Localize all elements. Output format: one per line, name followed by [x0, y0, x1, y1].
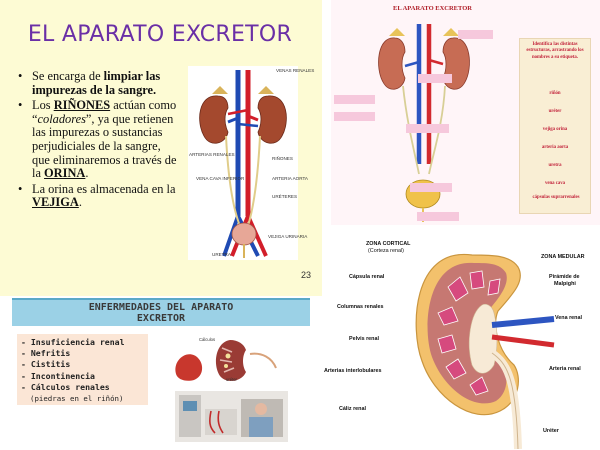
term-ureter[interactable]: uréter — [548, 109, 562, 114]
label-arterias-renales: ARTERIAS RENALES — [189, 152, 235, 157]
drop-target-2[interactable] — [418, 74, 452, 83]
bullet-2: Los RIÑONES actúan como “coladores”, ya … — [18, 98, 180, 181]
labeling-worksheet: EL APARATO EXCRETOR Identifica las disti… — [331, 0, 600, 225]
label-pelvis: Pelvis renal — [349, 336, 379, 342]
kidney-cross-section — [415, 254, 555, 450]
label-malpighi: Malpighi — [554, 281, 576, 287]
drop-target-3[interactable] — [334, 95, 375, 104]
term-bank: Identifica las distintas estructuras, ar… — [519, 38, 591, 214]
kidney-stone-illustration — [168, 334, 283, 386]
label-vena-renal: Vena renal — [555, 315, 582, 321]
term-vejiga[interactable]: vejiga orina — [542, 127, 568, 132]
term-capsulas[interactable]: cápsulas suprarrenales — [532, 195, 580, 200]
diseases-title-line2: EXCRETOR — [136, 313, 186, 324]
kidney-section: ZONA CORTICAL (Corteza renal) ZONA MEDUL… — [322, 225, 600, 450]
label-caliz: Cáliz renal — [339, 406, 366, 412]
label-interlobulares: Arterias interlobulares — [324, 368, 382, 374]
page-number: 23 — [301, 270, 312, 280]
disease-item: - Nefritis — [21, 348, 71, 359]
label-ureteres: URÉTERES — [272, 194, 298, 199]
drop-target-7[interactable] — [417, 212, 459, 221]
slide-title: EL APARATO EXCRETOR — [27, 22, 293, 47]
term-aorta[interactable]: arteria aorta — [541, 145, 569, 150]
label-columnas: Columnas renales — [337, 304, 384, 310]
bullet-3: La orina es almacenada en la VEJIGA. — [18, 182, 180, 210]
bullet-list: Se encarga de limpiar las impurezas de l… — [18, 69, 180, 212]
diseases-header: ENFERMEDADES DEL APARATO EXCRETOR — [12, 298, 310, 326]
disease-note: (piedras en el riñón) — [30, 394, 124, 403]
label-arteria-aorta: ARTERIA AORTA — [272, 176, 308, 181]
disease-item: - Incontinencia — [21, 370, 95, 381]
instruction-text: Identifica las distintas estructuras, ar… — [526, 42, 584, 60]
dialysis-photo — [175, 391, 288, 442]
drop-target-6[interactable] — [410, 183, 452, 192]
label-piramide: Pirámide de — [549, 274, 580, 280]
diseases-slide: ENFERMEDADES DEL APARATO EXCRETOR - Insu… — [0, 297, 322, 450]
label-capsula: Cápsula renal — [349, 274, 385, 280]
disease-item: - Insuficiencia renal — [21, 337, 125, 347]
label-corteza: (Corteza renal) — [368, 248, 404, 254]
bullet-1: Se encarga de limpiar las impurezas de l… — [18, 69, 180, 97]
label-uretra: URETRA — [212, 252, 231, 257]
label-vena-cava: VENA CAVA INFERIOR — [196, 176, 245, 181]
label-venas-renales: VENAS RENALES — [276, 68, 315, 73]
term-uretra[interactable]: uretra — [548, 163, 562, 168]
label-zona-cortical: ZONA CORTICAL — [366, 241, 411, 247]
label-rinones: RIÑONES — [272, 156, 293, 161]
excretor-slide: EL APARATO EXCRETOR Se encarga de limpia… — [0, 0, 322, 296]
drop-target-5[interactable] — [406, 124, 449, 133]
label-calculos: Cálculos — [199, 337, 216, 342]
label-ureter-small: uréter — [226, 377, 237, 382]
diseases-title-line1: ENFERMEDADES DEL APARATO — [88, 302, 234, 313]
disease-list: - Insuficiencia renal - Nefritis - Cisti… — [17, 334, 148, 405]
disease-item: - Cistitis — [21, 359, 71, 370]
term-vena-cava[interactable]: vena cava — [544, 181, 566, 186]
excretory-system-illustration — [188, 66, 298, 260]
drop-target-4[interactable] — [334, 112, 375, 121]
disease-item: - Cálculos renales — [21, 381, 110, 392]
label-vejiga: VEJIGA URINARIA — [268, 234, 308, 239]
term-rinon[interactable]: riñón — [549, 91, 561, 96]
label-zona-medular: ZONA MEDULAR — [541, 254, 585, 260]
label-ureter: Uréter — [543, 428, 559, 434]
worksheet-title: EL APARATO EXCRETOR — [393, 5, 472, 12]
worksheet-diagram — [378, 24, 470, 222]
drop-target-1[interactable] — [458, 30, 493, 39]
label-arteria-renal: Arteria renal — [549, 366, 581, 372]
